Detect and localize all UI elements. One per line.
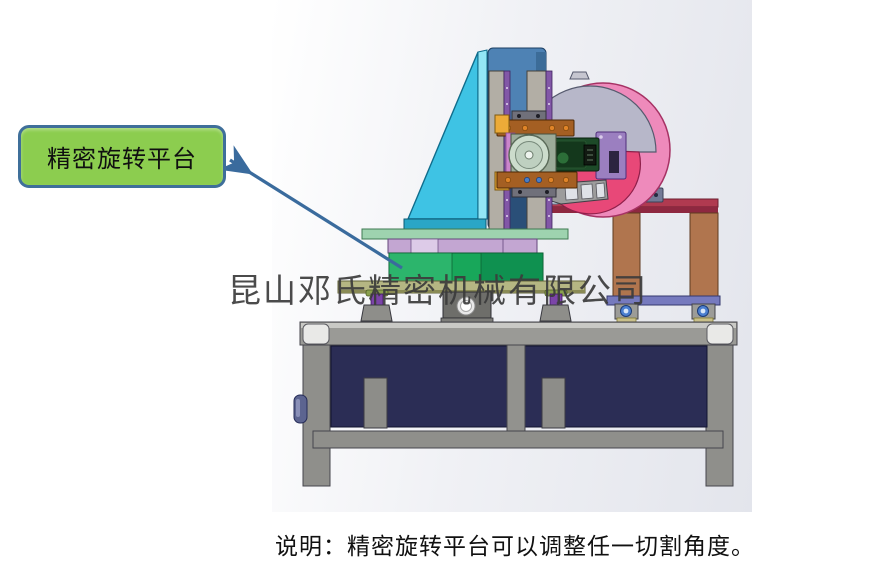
- table-panel: [330, 345, 508, 428]
- pivot-bearing-block: [440, 291, 494, 324]
- guard-tab: [569, 71, 590, 80]
- callout-label: 精密旋转平台: [47, 147, 197, 173]
- gusset-side-face: [477, 49, 488, 220]
- watermark-text: 昆山邓氏精密机械有限公司: [228, 274, 648, 310]
- stand-leg: [612, 212, 641, 298]
- work-table: [293, 321, 738, 487]
- callout-label-box: 精密旋转平台: [18, 125, 226, 188]
- lower-rail: [312, 430, 724, 449]
- rotary-platform: [337, 228, 586, 324]
- leveling-foot: [360, 289, 393, 322]
- motor-assembly: [550, 131, 627, 180]
- stand-bottom-rail: [606, 295, 721, 306]
- caption-text: 说明：精密旋转平台可以调整任一切割角度。: [275, 534, 755, 559]
- stand-foot: [691, 303, 716, 324]
- table-leg: [705, 344, 734, 487]
- leveling-foot: [539, 289, 572, 322]
- side-knob: [293, 394, 308, 424]
- carriage: [494, 110, 578, 198]
- carriage-pad: [494, 114, 510, 134]
